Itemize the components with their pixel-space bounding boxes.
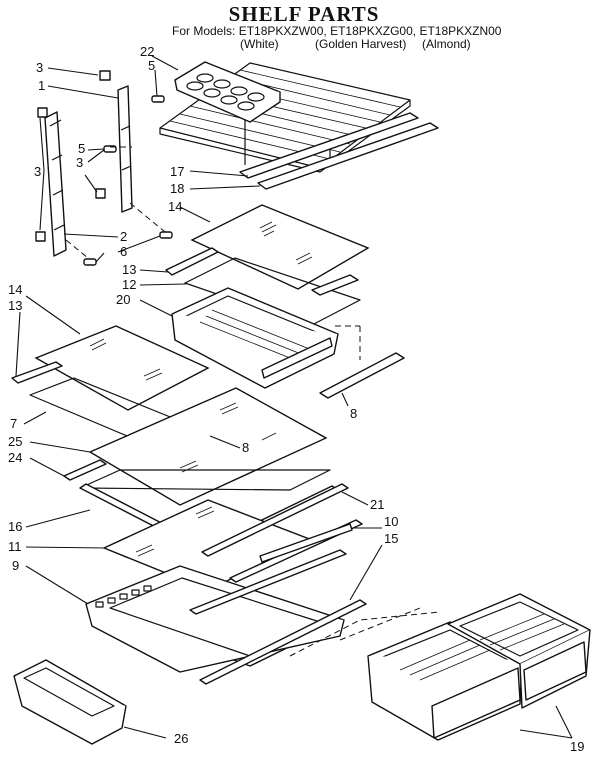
callout-3: 3 (34, 164, 41, 179)
callout-22: 22 (140, 44, 154, 59)
callout-17: 17 (170, 164, 184, 179)
model-code-golden: ET18PKXZG00, (330, 24, 420, 38)
shelf-trim-strip-right (319, 325, 405, 399)
glass-shelf-left (34, 325, 210, 411)
callout-5: 5 (148, 58, 155, 73)
callout-5: 5 (78, 141, 85, 156)
callout-15: 15 (384, 531, 398, 546)
model-color-almond: (Almond) (422, 37, 471, 51)
callout-7: 7 (10, 416, 17, 431)
callout-numbers: 22 5 3 1 5 3 3 17 18 14 2 6 13 12 20 14 … (8, 44, 584, 754)
callout-20: 20 (116, 292, 130, 307)
leader-lines (15, 55, 573, 739)
models-prefix: For Models: (172, 24, 239, 38)
callout-18: 18 (170, 181, 184, 196)
shelf-trim-strip-top (239, 112, 439, 190)
callout-9: 9 (12, 558, 19, 573)
model-codes-row: For Models: ET18PKXZW00, ET18PKXZG00, ET… (172, 25, 501, 38)
egg-tray (174, 61, 281, 123)
crisper-trim-strip (199, 599, 367, 685)
callout-25: 25 (8, 434, 22, 449)
callout-21: 21 (370, 497, 384, 512)
screw-icons (83, 95, 173, 266)
callout-1: 1 (38, 78, 45, 93)
callout-8: 8 (242, 440, 249, 455)
callout-6: 6 (120, 244, 127, 259)
glass-shelf-middle (88, 387, 328, 506)
model-color-golden: (Golden Harvest) (315, 37, 407, 51)
callout-13: 13 (122, 262, 136, 277)
callout-8: 8 (350, 406, 357, 421)
callout-3: 3 (36, 60, 43, 75)
callout-13: 13 (8, 298, 22, 313)
bracket-dashed-guides (65, 146, 166, 259)
model-code-white: ET18PKXZW00, (238, 24, 331, 38)
callout-3: 3 (76, 155, 83, 170)
deli-drawer (171, 287, 339, 389)
callout-11: 11 (8, 539, 22, 554)
model-code-almond: ET18PKXZN00 (419, 24, 502, 38)
page-title: SHELF PARTS (228, 2, 380, 26)
callout-26: 26 (174, 731, 188, 746)
callout-19: 19 (570, 739, 584, 754)
model-color-white: (White) (240, 37, 279, 51)
glass-shelf-upper (190, 204, 370, 290)
callout-12: 12 (122, 277, 136, 292)
crisper-dashed-guides (289, 607, 441, 657)
callout-24: 24 (8, 450, 22, 465)
model-colors-row: (White) (Golden Harvest) (Almond) (172, 38, 501, 51)
shelf-frame-upper (165, 247, 361, 327)
callout-14: 14 (8, 282, 22, 297)
rail-cap-icons (35, 70, 111, 242)
door-bin (13, 659, 127, 745)
shelf-support-rail-left (44, 111, 67, 257)
callout-2: 2 (120, 229, 127, 244)
callout-10: 10 (384, 514, 398, 529)
model-list: For Models: ET18PKXZW00, ET18PKXZG00, ET… (172, 25, 501, 51)
callout-14: 14 (168, 199, 182, 214)
crisper-drawer-right (447, 593, 591, 709)
shelf-support-rail-right (117, 85, 133, 213)
callout-16: 16 (8, 519, 22, 534)
